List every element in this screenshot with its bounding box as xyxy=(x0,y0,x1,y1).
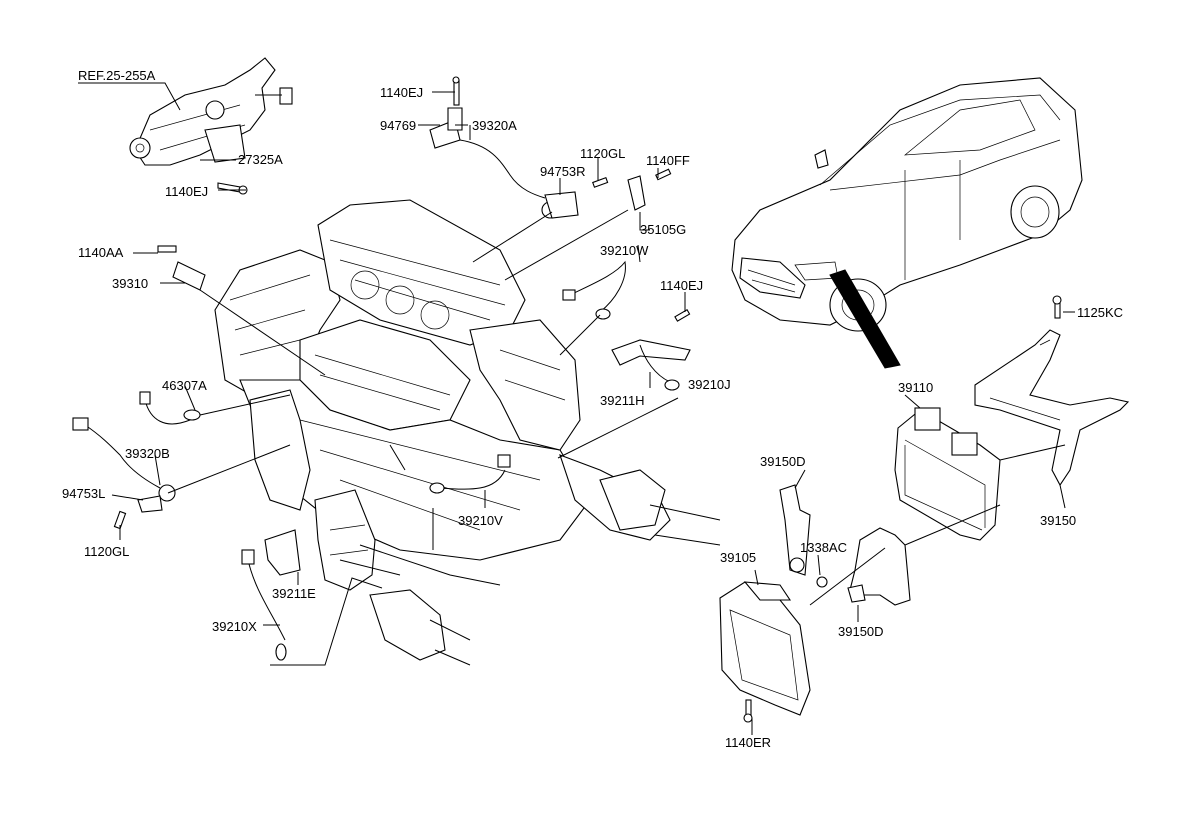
label-1140ej-right: 1140EJ xyxy=(660,278,703,293)
part-labels: REF.25-255A 27325A 1140EJ 1140EJ 94769 3… xyxy=(62,68,1123,750)
label-94753r: 94753R xyxy=(540,164,586,179)
location-arrow-icon xyxy=(829,269,901,369)
label-39210j: 39210J xyxy=(688,377,731,392)
label-39210w: 39210W xyxy=(600,243,649,258)
label-39150d-top: 39150D xyxy=(760,454,806,469)
label-27325a: 27325A xyxy=(238,152,283,167)
label-1140er: 1140ER xyxy=(725,735,771,750)
label-46307a: 46307A xyxy=(162,378,207,393)
label-1140aa: 1140AA xyxy=(78,245,124,260)
label-1140ej-top: 1140EJ xyxy=(380,85,423,100)
label-39211e: 39211E xyxy=(272,586,316,601)
coolant-housing-illustration xyxy=(129,57,293,166)
label-39110: 39110 xyxy=(898,380,933,395)
label-ref-25-255a: REF.25-255A xyxy=(78,68,156,83)
label-1120gl-top: 1120GL xyxy=(580,146,625,161)
small-parts-illustration xyxy=(72,76,691,661)
label-39310: 39310 xyxy=(112,276,148,291)
vehicle-illustration xyxy=(731,77,1083,369)
ecu-assembly-illustration xyxy=(719,295,1130,723)
label-94769: 94769 xyxy=(380,118,416,133)
label-35105g: 35105G xyxy=(640,222,686,237)
engine-assembly-illustration xyxy=(214,199,721,666)
label-39105: 39105 xyxy=(720,550,756,565)
label-39210v: 39210V xyxy=(458,513,503,528)
label-39211h: 39211H xyxy=(600,393,645,408)
label-1125kc: 1125KC xyxy=(1077,305,1123,320)
label-39150: 39150 xyxy=(1040,513,1076,528)
leader-lines xyxy=(78,82,1075,735)
label-1140ej-top-left: 1140EJ xyxy=(165,184,208,199)
label-39150d-bottom: 39150D xyxy=(838,624,884,639)
label-1140ff: 1140FF xyxy=(646,153,690,168)
label-39320a: 39320A xyxy=(472,118,517,133)
label-1120gl-left: 1120GL xyxy=(84,544,129,559)
label-39210x: 39210X xyxy=(212,619,257,634)
label-1338ac: 1338AC xyxy=(800,540,847,555)
label-94753l: 94753L xyxy=(62,486,105,501)
label-39320b: 39320B xyxy=(125,446,170,461)
